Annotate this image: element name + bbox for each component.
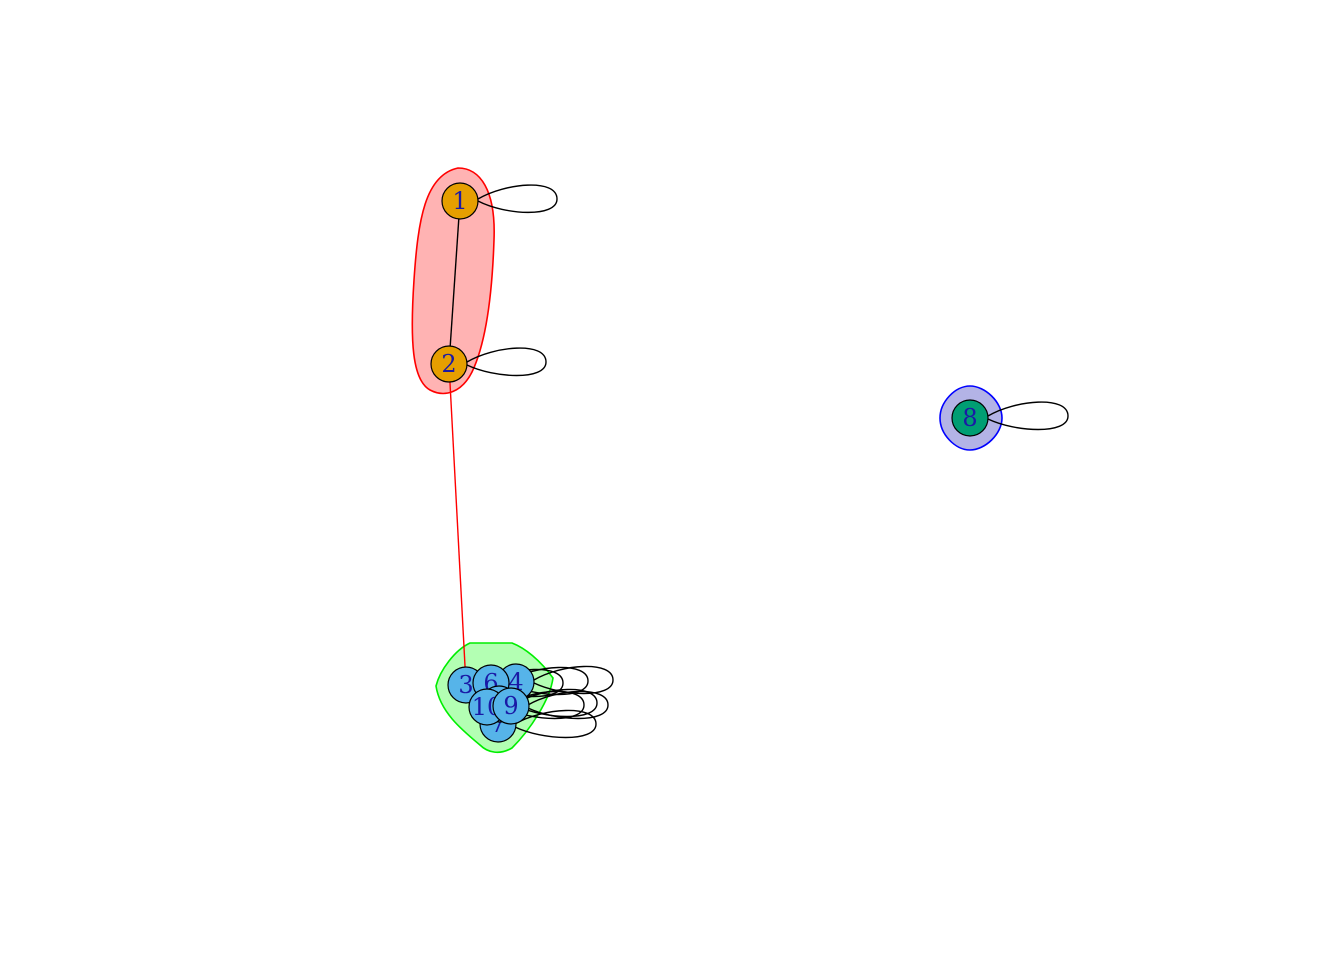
node-9: 9 [492, 687, 530, 725]
node-label-3: 3 [458, 671, 473, 699]
node-label-2: 2 [441, 350, 456, 378]
edge-2-3 [448, 363, 467, 686]
loop-node-9 [527, 690, 609, 720]
node-label-1: 1 [452, 187, 467, 215]
node-label-8: 8 [962, 404, 977, 432]
node-8: 8 [951, 399, 989, 437]
node-2: 2 [430, 345, 468, 383]
loop-node-7 [514, 709, 597, 739]
loop-node-6 [507, 666, 589, 696]
node-1: 1 [441, 182, 479, 220]
loop-node-10 [504, 690, 585, 720]
node-label-9: 9 [503, 692, 518, 720]
loop-node-1 [477, 184, 558, 214]
loop-node-8 [987, 401, 1069, 431]
edge-1-2 [448, 200, 461, 365]
loop-node-2 [466, 347, 547, 377]
